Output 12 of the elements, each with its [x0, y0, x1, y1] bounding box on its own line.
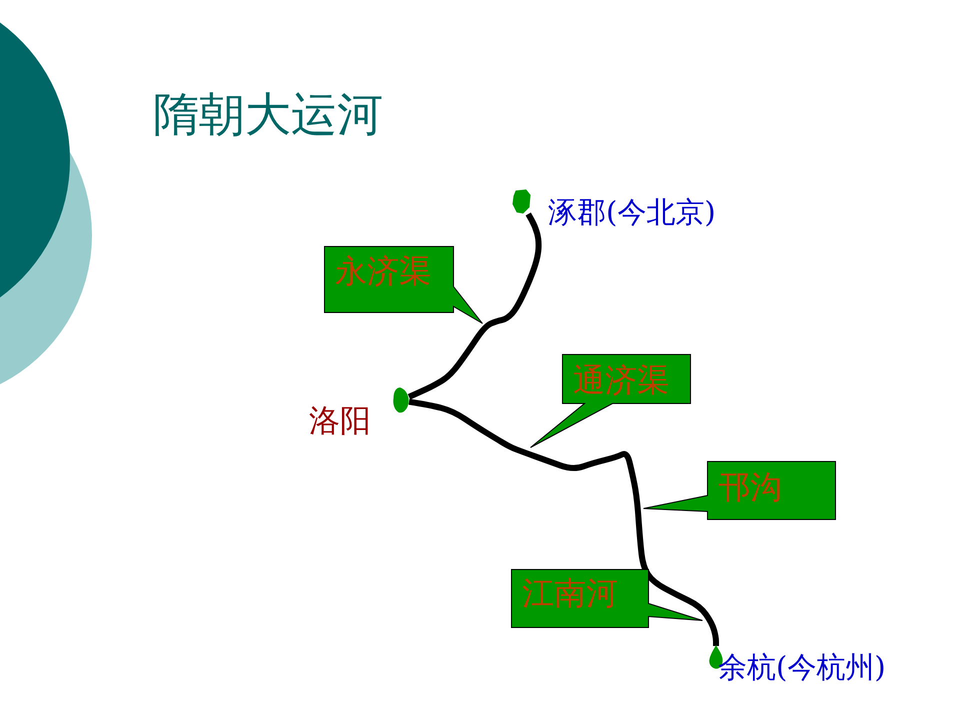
city-marker [512, 190, 531, 214]
canal-line [408, 212, 542, 400]
city-marker [393, 388, 409, 413]
place-name: 洛阳 [309, 404, 371, 440]
place-name: 余杭(今杭州) [718, 651, 886, 684]
slide-title: 隋朝大运河 [153, 88, 383, 141]
callout-text: 江南河 [522, 575, 618, 612]
place-name: 涿郡(今北京) [548, 196, 716, 230]
callout-text: 永济渠 [335, 253, 431, 290]
callout-text: 通济渠 [573, 362, 669, 399]
canal-line [408, 398, 719, 646]
callout-text: 邗沟 [718, 469, 782, 506]
